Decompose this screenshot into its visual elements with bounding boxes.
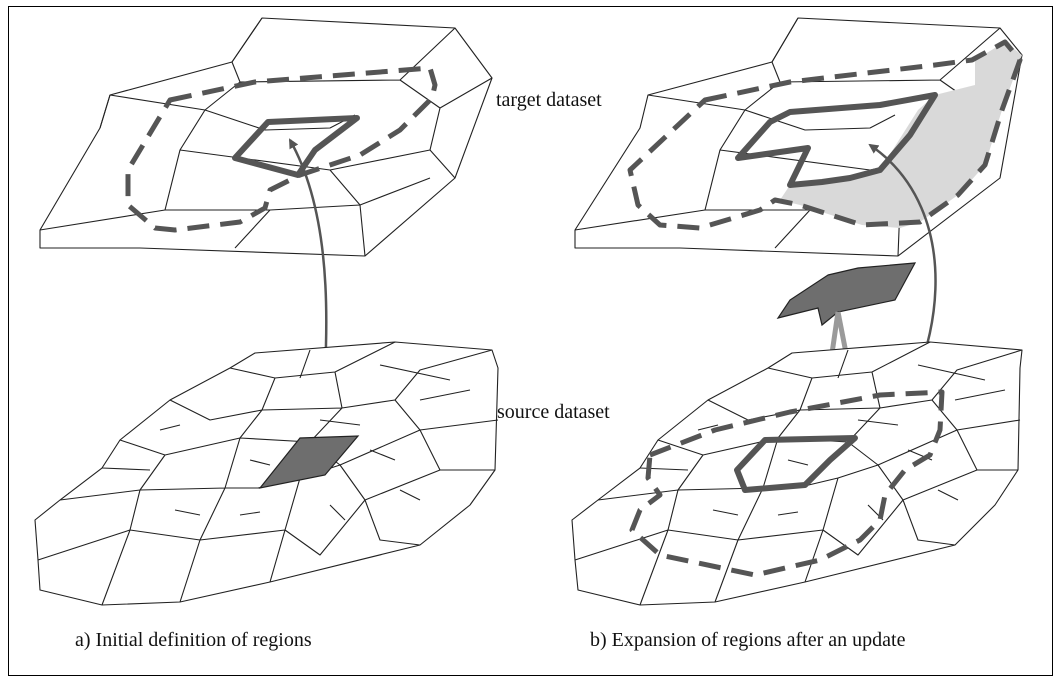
caption-a: a) Initial definition of regions [75, 629, 312, 651]
source-region-b [734, 435, 858, 493]
target-region-b [735, 92, 938, 188]
panel-b [571, 17, 1023, 606]
source-dataset-label: source dataset [497, 401, 610, 423]
figure-frame [8, 6, 1053, 676]
target-dataset-a [39, 17, 493, 257]
source-dataset-a [34, 341, 499, 606]
caption-b: b) Expansion of regions after an update [590, 629, 906, 651]
target-expanded-region-b [627, 39, 1023, 231]
panel-a [34, 17, 499, 606]
target-region-a [232, 115, 360, 178]
updated-region-shape [776, 262, 917, 327]
source-dataset-b [571, 341, 1023, 606]
target-dataset-label: target dataset [496, 89, 602, 111]
source-region-a [258, 435, 360, 489]
source-expanded-region-b [629, 389, 945, 578]
